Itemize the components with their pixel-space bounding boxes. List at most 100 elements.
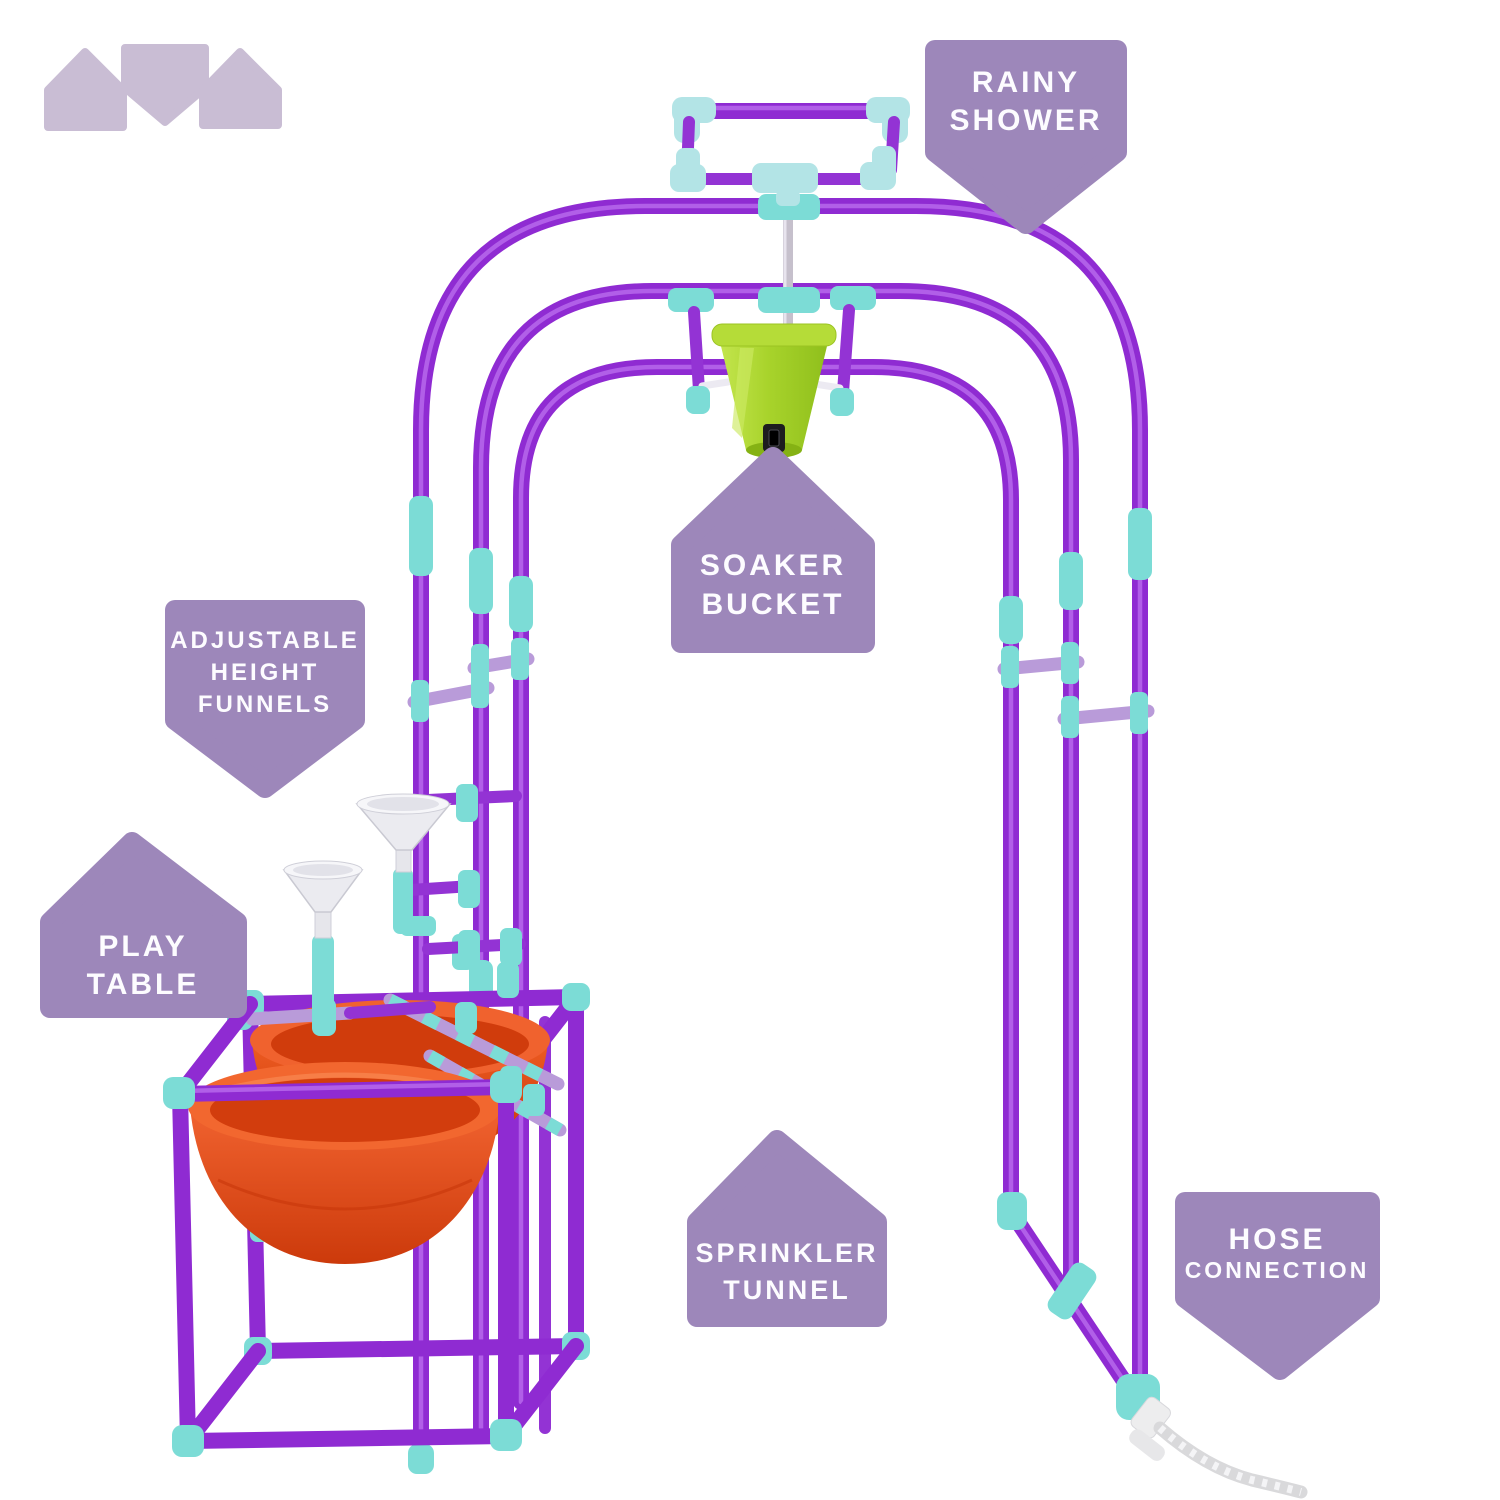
crossbar-clip [1061,696,1079,738]
funnel-assembly [282,784,526,1014]
mid-bar-purple [344,1001,436,1019]
bowl-body [190,1106,500,1264]
funnel-mouth [367,797,439,811]
label-soaker-bucket: SOAKER BUCKET [671,447,875,653]
frame-elbow [872,146,896,176]
center-rod [758,191,820,339]
hanger-tee [830,286,876,310]
pipe-elbow [523,1084,545,1116]
pipe-elbow [455,1002,477,1034]
label-text: TABLE [87,968,200,1001]
label-shape-down [1175,1192,1380,1380]
crossbar-clip [1001,646,1019,688]
label-shape-down [165,600,365,798]
table-corner-elbow [490,1419,522,1451]
table-rail [180,1428,514,1449]
bucket-highlight [732,348,754,438]
label-shape-down [925,40,1127,234]
label-text: SHOWER [950,104,1103,137]
callout-labels: RAINY SHOWER SOAKER BUCKET ADJUSTABLE HE… [40,40,1380,1380]
label-text: SPRINKLER [695,1238,878,1268]
label-text: TUNNEL [723,1275,851,1305]
arch-tee-connector [758,287,820,313]
frame-center-tee [752,163,818,193]
hanger-hook [811,380,844,392]
bucket-plug-inner [768,429,780,447]
table-front-frame [163,996,584,1457]
striped-rail-couplers [387,994,561,1090]
hanger-pipe [837,304,855,398]
crossbar-clip [1130,692,1148,734]
label-play-table: PLAY TABLE [40,832,247,1018]
label-text: PLAY [98,930,187,963]
table-corner-elbow [490,1071,522,1103]
pipe-connector [469,548,493,614]
logo-house-up-icon [44,48,127,131]
label-text: HEIGHT [211,659,320,686]
pipe-elbow [997,1192,1027,1230]
garden-hose [1153,1421,1308,1499]
frame-center-tee-stem [776,190,800,206]
pipe-foot-connector [408,1444,434,1474]
crossbar-clip [411,680,429,722]
table-corner-elbow [562,983,590,1011]
pipe-connector [1047,1262,1097,1320]
bar-tee [458,870,480,908]
crossbar-clip [471,666,489,708]
label-sprinkler-tunnel: SPRINKLER TUNNEL [687,1130,887,1327]
crossbar-clip [511,638,529,680]
funnel-riser-pipe [393,868,413,916]
table-rail [172,996,258,1102]
hanger-pipe [688,306,705,396]
label-text: ADJUSTABLE [170,627,360,654]
label-text: SOAKER [700,549,846,582]
leg-couplers [408,496,1152,1474]
label-adjustable-height-funnels: ADJUSTABLE HEIGHT FUNNELS [165,600,365,798]
label-shape-up [40,832,247,1018]
hose-assembly [997,1192,1308,1499]
pipe-elbow [497,962,519,998]
label-text: RAINY [972,66,1080,99]
label-text: BUCKET [702,588,845,621]
bar-tee [500,928,522,966]
table-corner-elbow [172,1425,204,1457]
label-shape-up [687,1130,887,1327]
table-rail [250,1338,584,1359]
label-text: FUNNELS [198,691,332,718]
funnel-mouth [293,864,353,876]
hanger-tee [668,288,714,312]
crossbar-clip [1061,642,1079,684]
label-text: CONNECTION [1185,1257,1370,1283]
pipe-connector [1128,508,1152,580]
funnel-riser-pipe [312,934,334,1014]
arch-tee-connector [758,194,820,220]
hanger-cap [686,386,710,414]
brand-logo [44,44,282,131]
bar-tee [456,784,478,822]
pipe-connector [509,576,533,632]
rainy-shower-frame [670,97,910,206]
table-corner-elbow [163,1077,195,1109]
play-table-graphic [163,784,590,1457]
pipe-connector [409,496,433,576]
pipe-connector [1059,552,1083,610]
label-hose-connection: HOSE CONNECTION [1175,1192,1380,1380]
bucket-rim [711,323,837,347]
side-crossbars [407,638,1155,738]
bar-tee [458,930,480,968]
logo-house-up-icon [199,48,282,129]
hose-coupling-nub [1129,1429,1165,1461]
garden-hose-braid [1157,1424,1303,1496]
label-shape-up [671,447,875,653]
table-rail [172,1086,196,1449]
table-rail [172,1079,514,1102]
soaker-bucket-graphic [711,323,837,458]
funnel-elbow [400,916,436,936]
label-text: HOSE [1228,1223,1325,1256]
bowl-ridge [217,1178,473,1211]
hanger-hook [698,378,732,390]
hanger-cap [830,388,854,416]
logo-house-down-icon [121,44,209,126]
